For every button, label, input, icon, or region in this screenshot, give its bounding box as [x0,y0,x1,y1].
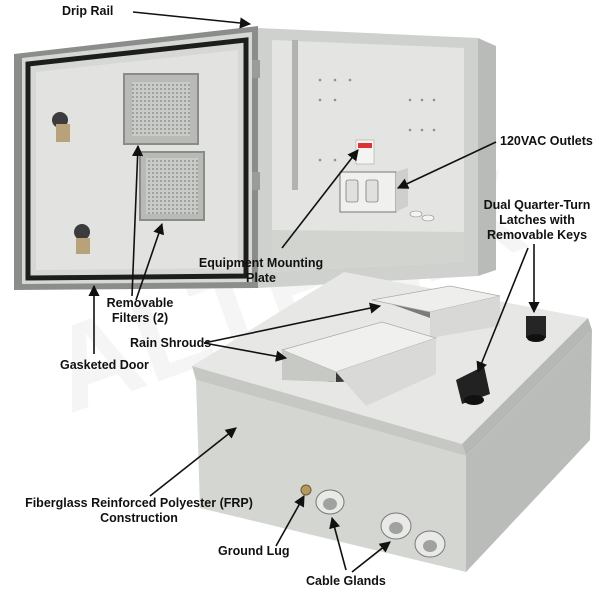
arrow-drip-rail [132,11,252,29]
cable-gland-1 [315,489,345,515]
label-drip-rail: Drip Rail [62,4,114,18]
rain-shroud-front [280,321,438,406]
label-mounting-plate: Equipment Mounting Plate [196,256,326,286]
arrow-gland-1 [329,516,347,571]
arrow-shroud-front [203,342,288,362]
arrow-filter-upper [131,144,144,297]
label-outlets: 120VAC Outlets [500,134,593,148]
label-latches-line1: Dual Quarter-Turn [483,198,591,212]
open-enclosure [14,26,496,290]
label-mounting-plate-line1: Equipment Mounting [198,256,324,270]
label-latches-line2: Latches with [499,213,575,227]
door-latch-upper [52,112,70,142]
door-latch-lower [74,224,90,254]
label-mounting-plate-line2: Plate [246,271,276,285]
label-latches-line3: Removable Keys [486,228,588,242]
arrow-frp [149,427,237,497]
arrow-latch-front [476,247,529,374]
label-latches: Dual Quarter-Turn Latches with Removable… [478,198,596,243]
label-ground-lug: Ground Lug [218,544,290,558]
label-rain-shrouds: Rain Shrouds [130,336,212,350]
door-gasket [25,37,249,281]
label-filters-line1: Removable [106,296,174,310]
cable-gland-2 [380,512,412,540]
label-frp-line1: Fiberglass Reinforced Polyester (FRP) [25,496,253,510]
closed-enclosure [192,272,592,572]
label-filters-line2: Filters (2) [111,311,169,325]
side-face [466,330,592,572]
latch-front [456,366,490,405]
label-frp-line2: Construction [100,511,178,525]
arrow-filter-lower [135,222,165,301]
rain-shroud-rear [371,285,501,338]
arrow-mounting-plate [281,149,359,249]
latch-right-rear [526,316,546,342]
cable-gland-3 [414,530,446,558]
arrow-ground-lug [275,495,305,547]
label-gasketed-door: Gasketed Door [60,358,149,372]
outlet-box [339,168,408,213]
label-cable-glands: Cable Glands [306,574,386,588]
arrow-shroud-rear [203,302,382,344]
arrow-outlets [396,141,497,189]
label-frp: Fiberglass Reinforced Polyester (FRP) Co… [24,496,254,526]
ground-lug [300,484,312,496]
arrow-gland-2 [351,541,391,573]
label-filters: Removable Filters (2) [100,296,180,326]
